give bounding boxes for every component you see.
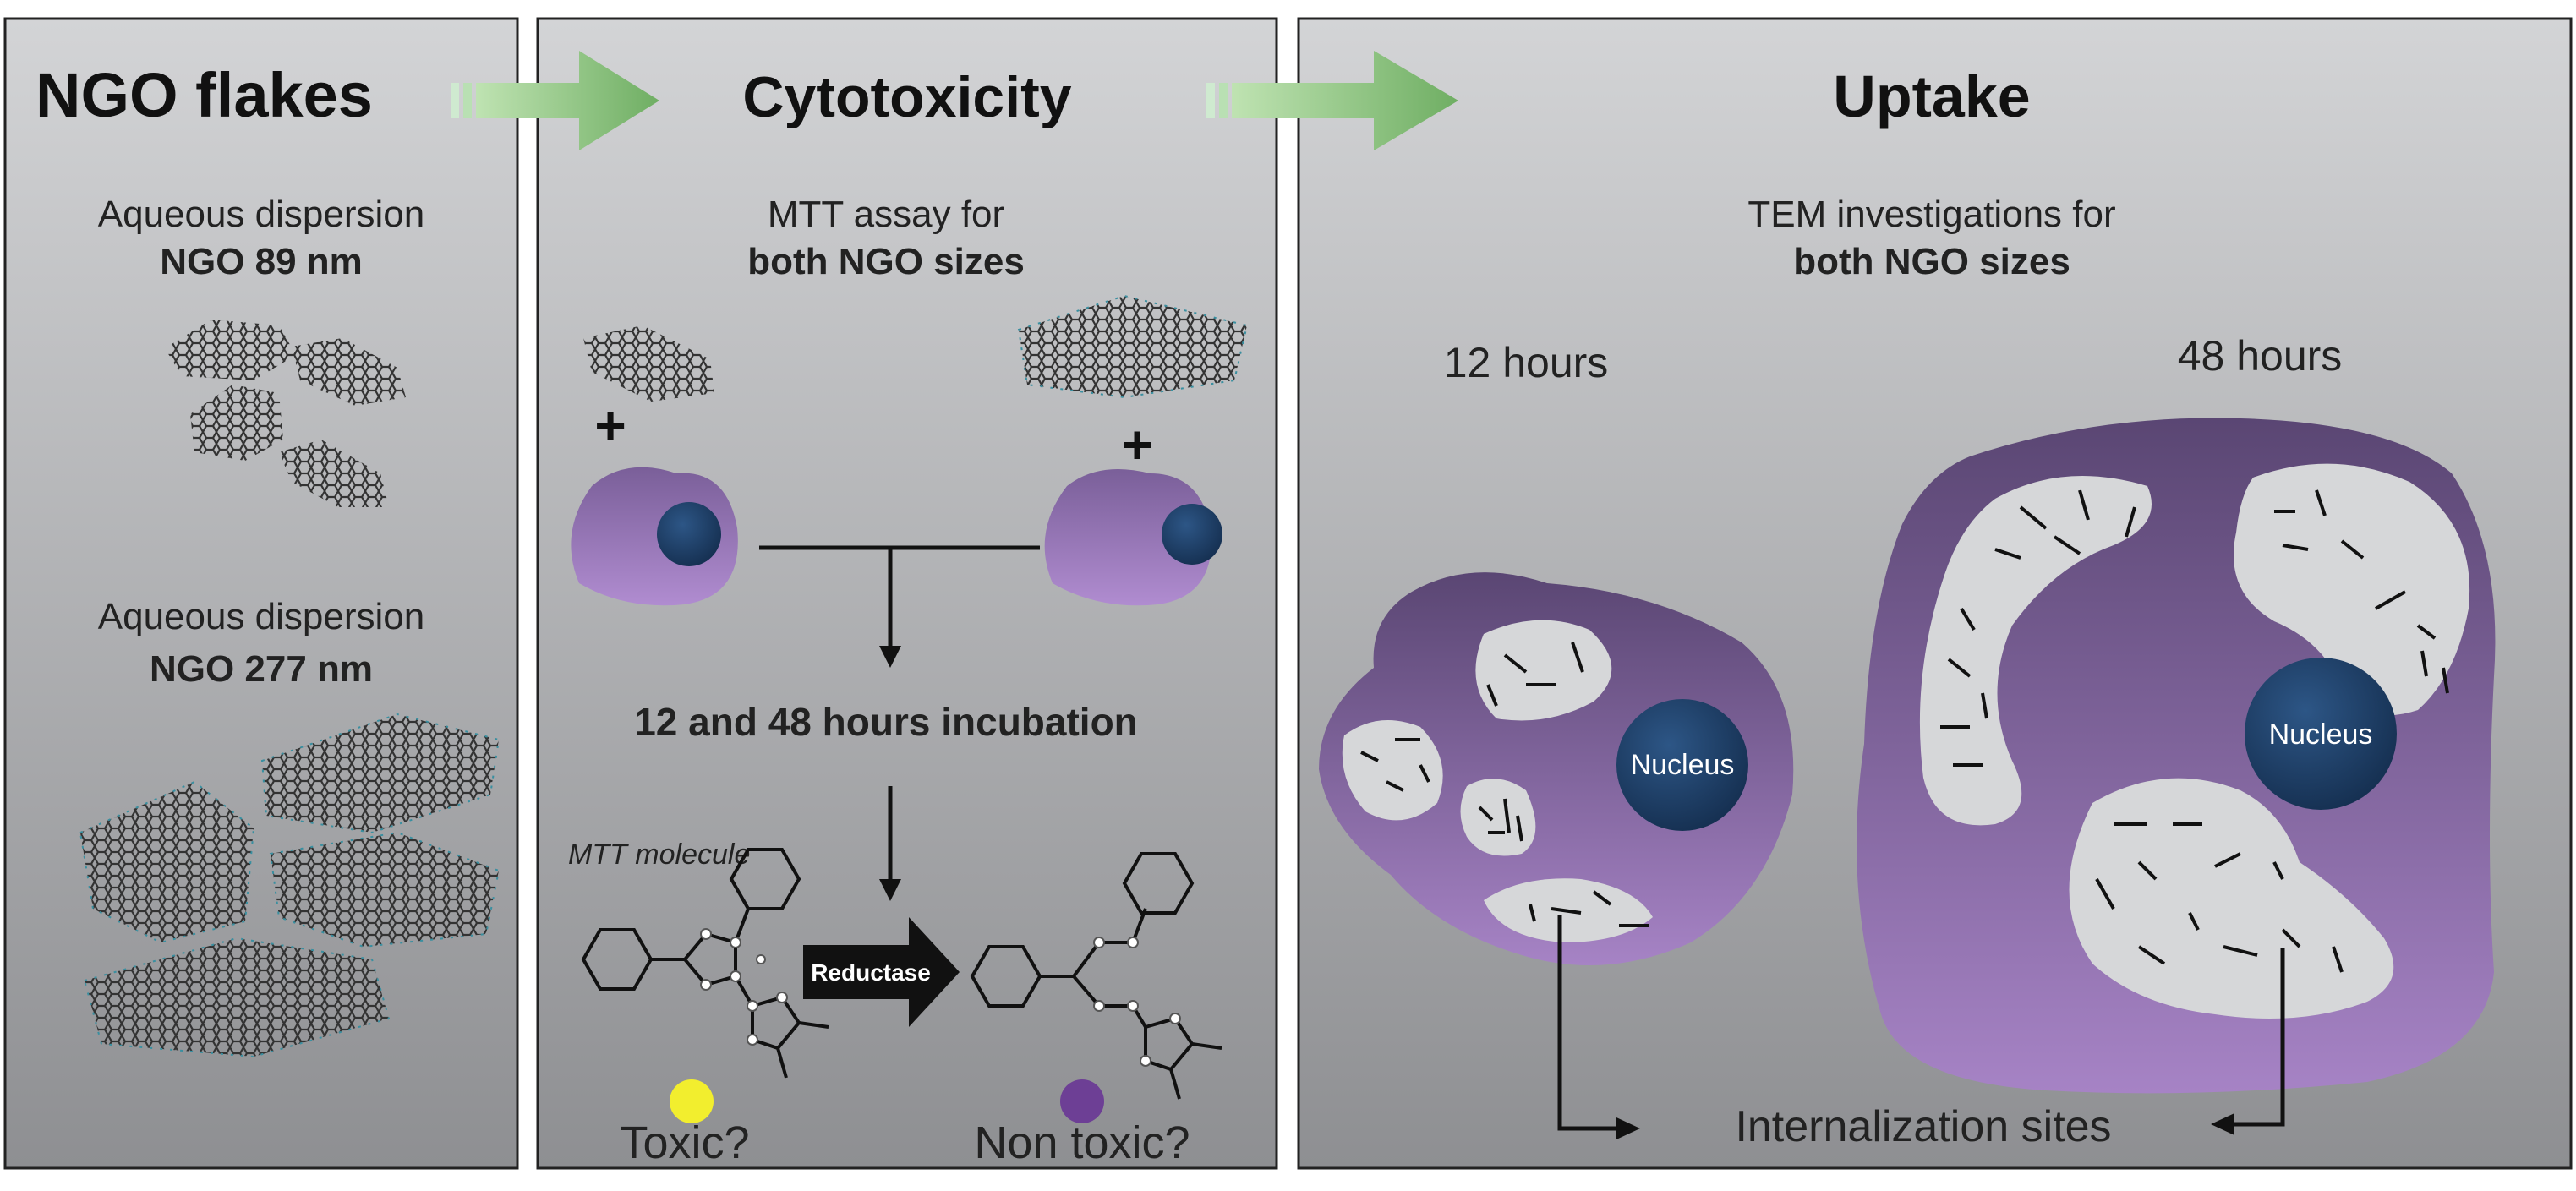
cyto-large-flake — [1017, 294, 1249, 399]
cell-right — [1044, 469, 1222, 606]
time-12-label: 12 hours — [1444, 339, 1609, 386]
cell-left — [571, 467, 738, 606]
sites-arrows — [1557, 915, 2285, 1139]
cell-48h: Nucleus — [1857, 418, 2496, 1094]
assay-line-2: both NGO sizes — [747, 241, 1025, 282]
flow-arrow-1 — [451, 51, 659, 150]
mtt-molecule-label: MTT molecule — [568, 839, 750, 871]
reductase-label: Reductase — [811, 959, 931, 986]
tem-line-1: TEM investigations for — [1747, 194, 2115, 235]
toxic-label: Toxic? — [620, 1117, 749, 1168]
incubation-label: 12 and 48 hours incubation — [634, 700, 1138, 744]
cell-12h: Nucleus — [1319, 572, 1794, 965]
cyto-small-flake — [583, 325, 714, 402]
incubation-arrow — [879, 786, 901, 901]
large-size-label: NGO 277 nm — [150, 648, 373, 690]
small-ngo-flakes — [165, 320, 406, 507]
flakes-48h — [1940, 489, 2449, 973]
cell-right-nucleus — [1162, 504, 1222, 565]
reductase-arrow: Reductase — [803, 917, 960, 1027]
vesicle-48h-left — [1919, 476, 2152, 826]
internalization-sites-label: Internalization sites — [1735, 1102, 2111, 1151]
formazan-molecule — [970, 852, 1222, 1100]
nucleus-12h-label: Nucleus — [1631, 749, 1735, 781]
non-toxic-label: Non toxic? — [974, 1117, 1190, 1168]
uptake-title: Uptake — [1833, 63, 2030, 129]
plus-left: + — [594, 395, 626, 456]
vesicle-48h-right — [2234, 463, 2470, 716]
merge-connector — [759, 545, 1040, 668]
cyto-title: Cytotoxicity — [742, 65, 1071, 129]
large-dispersion-label: Aqueous dispersion — [98, 596, 424, 637]
assay-line-1: MTT assay for — [768, 194, 1004, 235]
small-dispersion-label: Aqueous dispersion — [98, 194, 424, 235]
nucleus-48h-label: Nucleus — [2269, 718, 2373, 751]
tem-line-2: both NGO sizes — [1793, 241, 2070, 282]
ngo-title: NGO flakes — [36, 60, 373, 130]
formazan-atoms — [1093, 937, 1181, 1067]
plus-right: + — [1121, 414, 1152, 475]
vesicle-12h-left — [1342, 720, 1443, 821]
flow-arrow-2 — [1206, 51, 1458, 150]
small-size-label: NGO 89 nm — [160, 241, 363, 282]
time-48-label: 48 hours — [2178, 332, 2343, 380]
nucleus-12h — [1616, 699, 1748, 831]
large-ngo-flakes — [79, 713, 500, 1058]
vesicle-12h-mid — [1460, 779, 1536, 856]
vesicle-12h-top — [1475, 620, 1612, 721]
purple-dot — [1060, 1079, 1104, 1123]
vesicle-48h-bottom — [2069, 778, 2394, 1019]
mtt-atoms — [700, 928, 788, 1046]
cell-left-nucleus — [657, 502, 721, 566]
flakes-12h — [1360, 642, 1649, 927]
yellow-dot — [670, 1079, 714, 1123]
nucleus-48h — [2245, 658, 2397, 810]
